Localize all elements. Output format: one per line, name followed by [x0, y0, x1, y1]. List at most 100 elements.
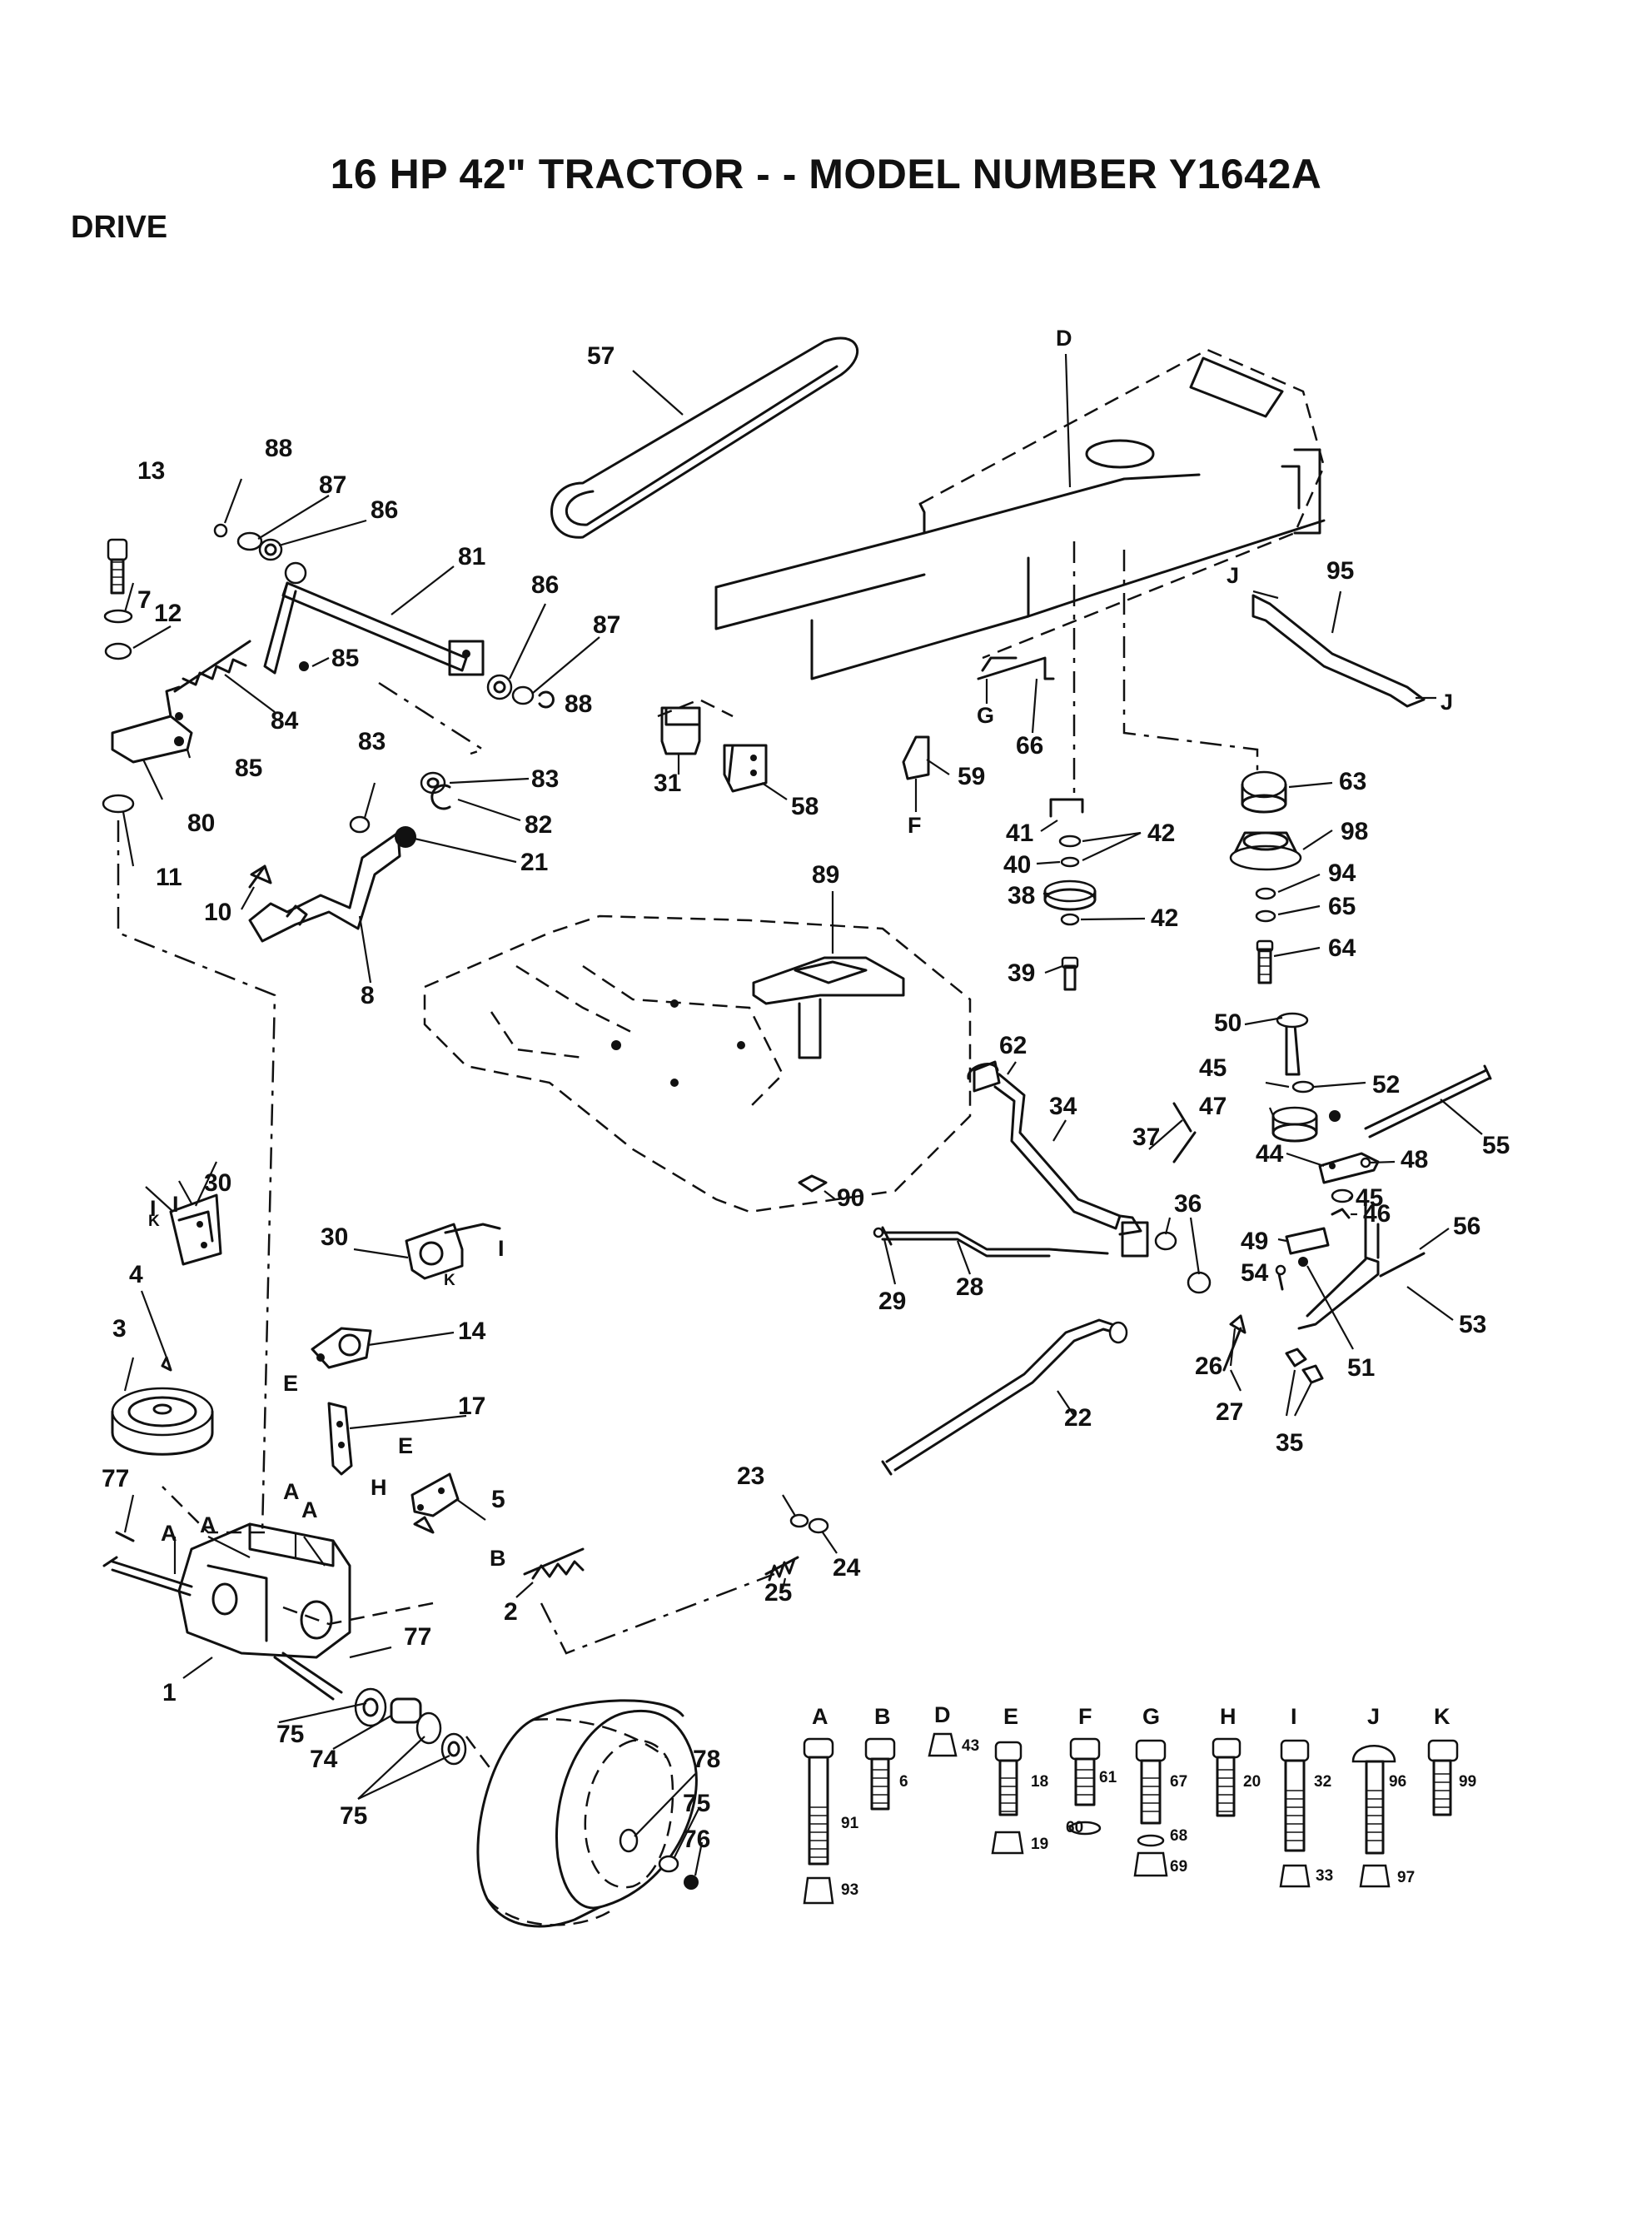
hardware-D: [928, 1732, 958, 1757]
brake-linkage: [873, 1060, 1212, 1294]
frame-brackets: [660, 656, 1055, 812]
hardware-letter-E: E: [1003, 1704, 1018, 1729]
leaders-transaxle: [123, 1494, 392, 1679]
leaders-rod-22: [1057, 1328, 1312, 1417]
callout-85: 85: [235, 755, 262, 782]
callout-28: 28: [956, 1273, 983, 1301]
callout-84: 84: [271, 707, 299, 735]
callout-48: 48: [1401, 1146, 1428, 1173]
callout-87: 87: [593, 611, 620, 639]
callout-57: 57: [587, 342, 615, 370]
callout-J: J: [1441, 690, 1453, 715]
callout-30: 30: [321, 1223, 348, 1251]
callout-90: 90: [837, 1184, 864, 1212]
hardware-K: [1427, 1739, 1459, 1816]
hardware-I: [1279, 1739, 1311, 1888]
callout-77: 77: [404, 1623, 431, 1651]
callout-22: 22: [1064, 1404, 1092, 1432]
callout-95: 95: [1326, 557, 1354, 585]
callout-86: 86: [531, 571, 559, 599]
hardware-bolt-K: 99: [1459, 1773, 1476, 1791]
callout-30: 30: [204, 1169, 231, 1197]
hardware-letter-I: I: [1291, 1704, 1297, 1729]
leaders-pulley-63: [1273, 781, 1333, 958]
hardware-legend: [803, 1732, 1459, 1905]
callout-A: A: [161, 1521, 177, 1546]
callout-5: 5: [491, 1486, 505, 1513]
callout-14: 14: [458, 1318, 486, 1345]
callout-85: 85: [331, 645, 359, 672]
hardware-legend-labels: A 91 93 B 6 D 43 E 18 19 F 61 60 G 67 68…: [812, 1702, 1476, 1899]
idler-arm-assembly: [102, 523, 555, 943]
section-label: DRIVE: [71, 210, 168, 245]
hardware-bolt-A: 91: [841, 1815, 859, 1832]
hardware-nut-A: 93: [841, 1881, 858, 1899]
callout-39: 39: [1008, 959, 1035, 987]
callout-12: 12: [154, 600, 182, 627]
callout-E: E: [398, 1433, 413, 1458]
hardware-H: [1212, 1737, 1241, 1817]
leaders-top-left: [122, 478, 600, 984]
leaders-pulley-38: [1036, 820, 1146, 974]
callout-42: 42: [1151, 904, 1178, 932]
callout-4: 4: [129, 1261, 143, 1288]
callout-E: E: [283, 1371, 298, 1396]
hardware-letter-B: B: [874, 1704, 891, 1729]
body-outline: [423, 914, 972, 1213]
callout-G: G: [977, 703, 994, 728]
rod-95: [1251, 590, 1436, 708]
hardware-G: [1133, 1739, 1168, 1877]
callout-I: I: [150, 1196, 157, 1221]
callout-74: 74: [310, 1746, 338, 1773]
callout-37: 37: [1132, 1123, 1160, 1151]
transaxle: [102, 1522, 351, 1701]
callout-87: 87: [319, 471, 346, 499]
callout-83: 83: [531, 765, 559, 793]
callout-77: 77: [102, 1465, 129, 1492]
callout-36: 36: [1174, 1190, 1202, 1218]
callout-75: 75: [683, 1790, 710, 1817]
callout-25: 25: [764, 1579, 792, 1607]
callout-2: 2: [504, 1598, 518, 1626]
callout-54: 54: [1241, 1259, 1269, 1287]
hardware-nut-J: 97: [1397, 1869, 1415, 1886]
leaders-lower-brackets: [195, 1161, 534, 1598]
drive-belt: 57: [550, 336, 859, 539]
hardware-letter-A: A: [812, 1704, 828, 1729]
hardware-B: [864, 1737, 896, 1811]
hardware-bolt-I: 32: [1314, 1773, 1331, 1791]
hardware-bolt-G: 67: [1170, 1773, 1187, 1791]
callout-51: 51: [1347, 1354, 1375, 1382]
leaders-body: [824, 891, 836, 1200]
callout-45: 45: [1356, 1184, 1383, 1212]
callout-23: 23: [737, 1462, 764, 1490]
hardware-A: [803, 1737, 834, 1905]
callout-75: 75: [276, 1721, 304, 1748]
leaders-spring: [781, 1494, 838, 1590]
callout-27: 27: [1216, 1398, 1243, 1426]
callout-I: I: [172, 1192, 179, 1217]
callout-A: A: [283, 1479, 300, 1504]
callout-52: 52: [1372, 1071, 1400, 1099]
hardware-letter-H: H: [1220, 1704, 1237, 1729]
callout-K: K: [148, 1213, 160, 1230]
callout-D: D: [1056, 326, 1072, 351]
page-title: 16 HP 42" TRACTOR - - MODEL NUMBER Y1642…: [330, 151, 1322, 197]
callout-75: 75: [340, 1802, 367, 1830]
callout-J: J: [1227, 563, 1239, 588]
callout-80: 80: [187, 810, 215, 837]
callout-10: 10: [204, 899, 231, 926]
hardware-bolt-D: 43: [962, 1737, 979, 1755]
wheel-assembly: [354, 1687, 699, 1928]
callout-56: 56: [1453, 1213, 1480, 1240]
hardware-E: [991, 1741, 1024, 1855]
callout-labels: 13 88 87 86 81 7 12 85 86 87 88 84 85 80…: [102, 435, 1510, 1853]
callout-26: 26: [1195, 1353, 1222, 1380]
callout-K: K: [444, 1272, 455, 1289]
leaders-wheel: [278, 1701, 704, 1876]
callout-58: 58: [791, 793, 819, 820]
leaders-brake: [883, 1061, 1201, 1285]
callout-29: 29: [878, 1288, 906, 1315]
callout-34: 34: [1049, 1093, 1077, 1120]
callout-76: 76: [683, 1826, 710, 1853]
